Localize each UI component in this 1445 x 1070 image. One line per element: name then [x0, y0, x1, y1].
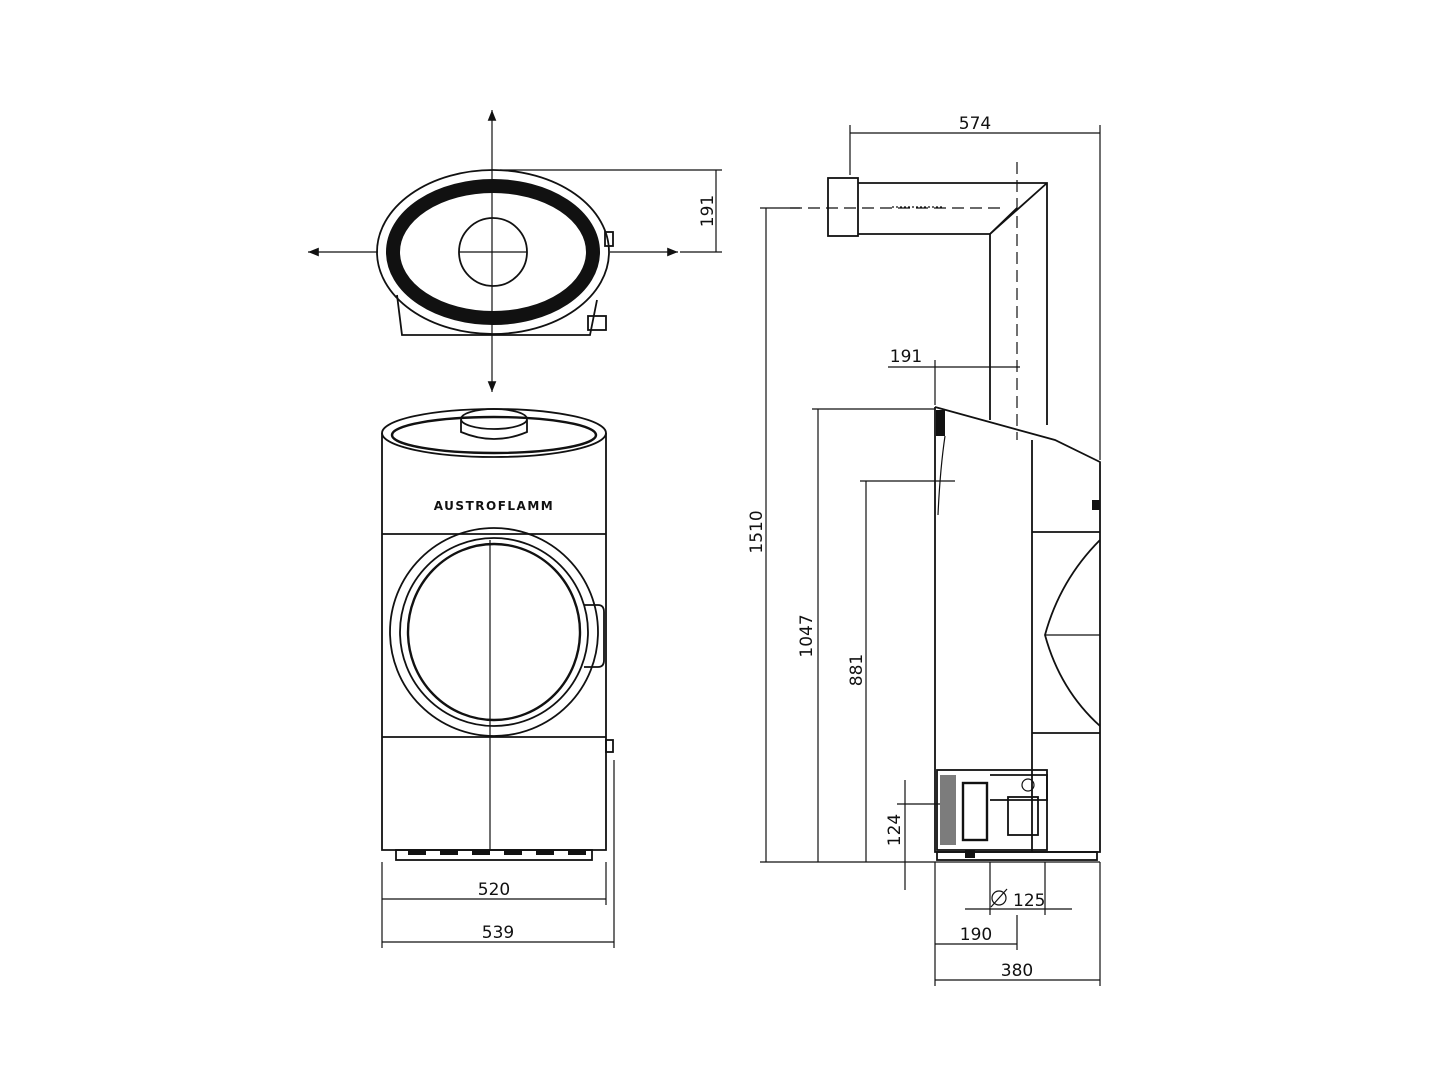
front-side-knob: [605, 739, 614, 753]
top-view-body: [376, 169, 610, 335]
stove-side-knob: [1092, 500, 1100, 510]
top-view-rear-housing: [396, 294, 598, 336]
dim-door-height: 881: [847, 654, 867, 686]
top-view-ring: [386, 179, 600, 325]
air-inlet-mechanism: [936, 769, 1048, 858]
flue-pipe-elbow: [989, 182, 1048, 235]
dim-flue-offset: 191: [890, 347, 922, 367]
dim-flue-width: 574: [959, 114, 991, 134]
dim-total-height: 1510: [747, 510, 767, 553]
dim-outlet-height: 1047: [797, 614, 817, 657]
front-view: AUSTROFLAMM 520 539: [381, 408, 615, 948]
dim-air-inlet-diameter: 125: [1013, 891, 1045, 911]
dim-air-inlet-offset: 190: [960, 925, 992, 945]
stove-side-baffle: [937, 435, 946, 516]
front-feet: [408, 850, 586, 855]
top-view: 191: [308, 110, 722, 392]
dim-depth: 380: [1001, 961, 1033, 981]
door-handle: [584, 604, 605, 668]
dim-overall-width: 539: [482, 923, 514, 943]
dim-body-width: 520: [478, 880, 510, 900]
dim-top-view-offset: 191: [698, 195, 718, 227]
top-view-knob: [604, 231, 614, 247]
door-glass: [406, 542, 582, 722]
front-plinth: [395, 849, 593, 861]
flue-pipe-outer: [858, 182, 1048, 425]
side-plinth: [936, 851, 1098, 861]
stove-door-curve: [1044, 539, 1101, 727]
front-flue-collar: [460, 420, 528, 440]
front-flue-top: [460, 408, 528, 430]
top-view-air-control: [587, 315, 607, 331]
stove-side-top-bracket: [936, 410, 945, 436]
door-frame-inner: [399, 537, 589, 727]
front-body-outline: [381, 433, 607, 851]
front-top-ring: [390, 415, 598, 455]
flue-outlet-collar: [827, 177, 859, 237]
brand-logo: AUSTROFLAMM: [434, 499, 554, 513]
side-view: 574 191 1510 1047 881 124 125: [747, 114, 1101, 986]
door-frame-outer: [389, 527, 599, 737]
stove-side-outline: [934, 406, 1101, 853]
dim-air-inlet-height: 124: [885, 814, 905, 846]
diameter-symbol-icon: [991, 890, 1007, 906]
